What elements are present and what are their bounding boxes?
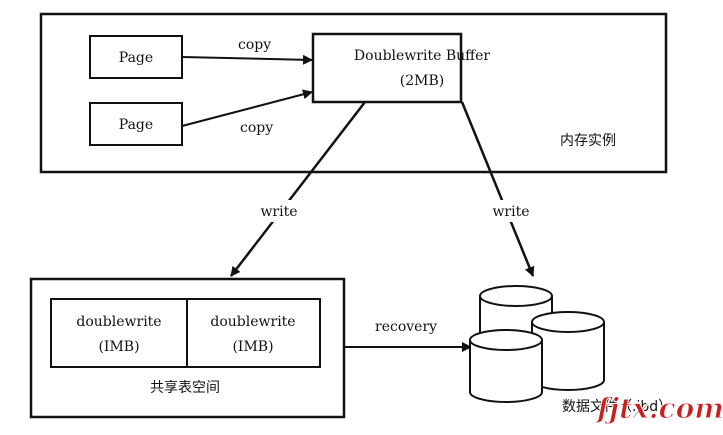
page-label: Page — [119, 117, 153, 133]
buffer-size: (2MB) — [400, 73, 444, 89]
page-label: Page — [119, 50, 153, 66]
copy-arrow-2 — [181, 89, 313, 127]
copy-label-2: copy — [240, 120, 273, 136]
write-label-bg — [488, 200, 534, 222]
copy-arrow-1 — [181, 54, 313, 65]
write-arrow-left — [230, 101, 366, 277]
datafiles-label: 数据文件（.ibd） — [562, 399, 672, 415]
page-box-1: Page — [89, 35, 183, 79]
recovery-label: recovery — [375, 319, 437, 335]
buffer-title: Doublewrite Buffer — [354, 48, 490, 64]
write-arrow-right — [460, 101, 535, 277]
memory-instance-label: 内存实例 — [560, 133, 616, 149]
page-box-2: Page — [89, 102, 183, 146]
doublewrite-name: doublewrite — [210, 314, 295, 330]
copy-label-1: copy — [238, 37, 271, 53]
doublewrite-buffer-box: Doublewrite Buffer (2MB) — [311, 32, 490, 104]
doublewrite-name: doublewrite — [76, 314, 161, 330]
datafile-cylinder-right — [531, 311, 605, 391]
doublewrite-size: (IMB) — [232, 339, 273, 355]
doublewrite-size: (IMB) — [98, 339, 139, 355]
memory-instance-box — [39, 12, 668, 174]
site-watermark: fjtx.com — [595, 392, 723, 425]
write-label-left: write — [260, 204, 297, 220]
doublewrite-block-1: doublewrite (IMB) — [50, 298, 188, 368]
datafile-cylinder-front — [469, 329, 543, 403]
doublewrite-block-2: doublewrite (IMB) — [186, 298, 321, 368]
write-label-bg — [256, 200, 302, 222]
write-label-right: write — [492, 204, 529, 220]
shared-tablespace-label: 共享表空间 — [150, 379, 220, 396]
